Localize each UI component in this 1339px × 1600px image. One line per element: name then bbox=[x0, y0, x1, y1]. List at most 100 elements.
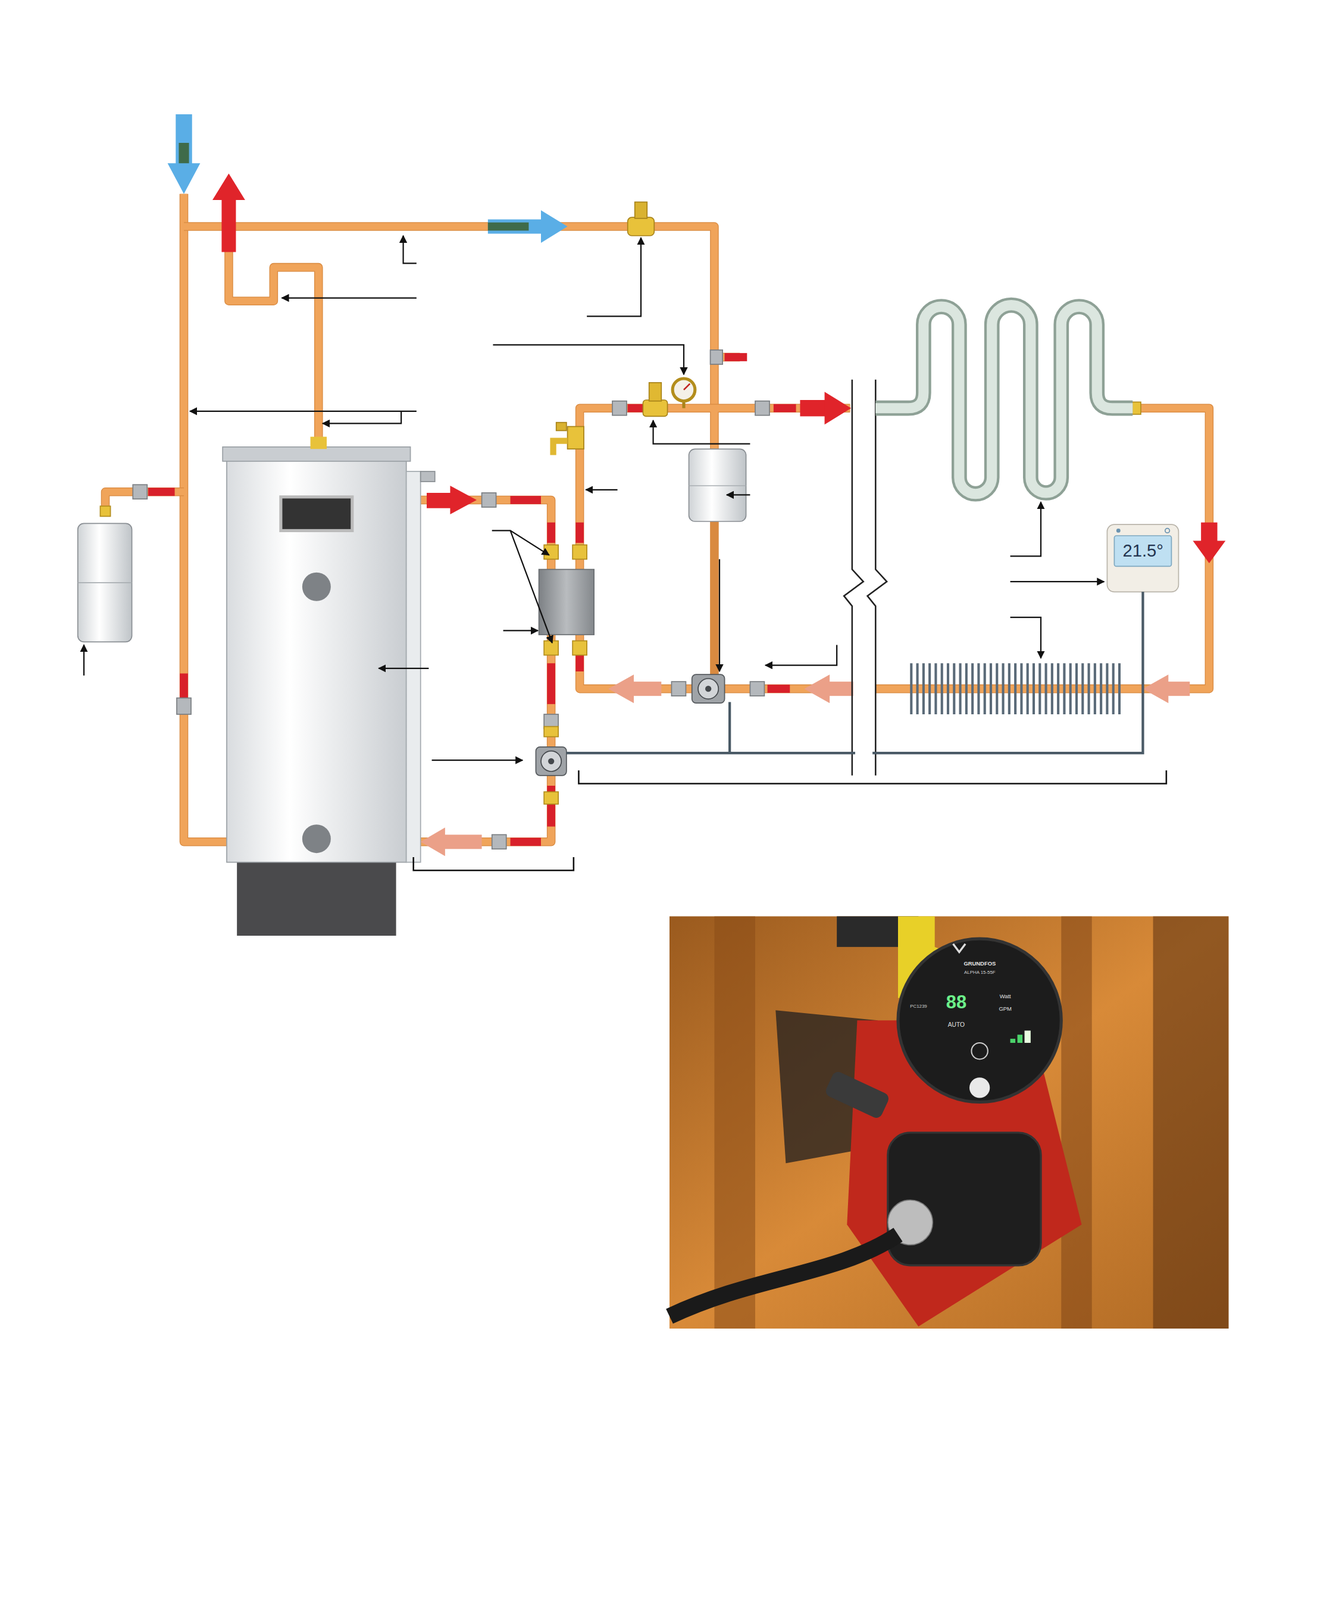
union-fitting bbox=[543, 544, 559, 559]
leader-line bbox=[510, 530, 553, 643]
flow-arrow bbox=[803, 674, 830, 703]
fin bbox=[1038, 662, 1041, 715]
relief-valve bbox=[642, 382, 668, 417]
flow-arrow bbox=[1165, 681, 1190, 696]
break-line bbox=[867, 379, 888, 776]
fin bbox=[1008, 662, 1011, 715]
fin bbox=[1026, 662, 1029, 715]
ball-valve bbox=[755, 401, 770, 416]
fin bbox=[1087, 662, 1091, 715]
leader-line bbox=[718, 558, 721, 672]
circulator-photo bbox=[1010, 1038, 1016, 1043]
fin bbox=[1105, 662, 1109, 715]
flow-arrow bbox=[420, 674, 1191, 856]
flow-arrow bbox=[799, 399, 829, 416]
leader-line bbox=[653, 420, 751, 444]
hose-bib bbox=[567, 426, 584, 450]
leader-line bbox=[378, 667, 429, 669]
fin bbox=[1020, 662, 1023, 715]
water-heater bbox=[222, 436, 436, 936]
leader-line bbox=[586, 237, 641, 317]
copper-pipe bbox=[875, 408, 1210, 689]
circulator-photo bbox=[953, 943, 966, 953]
leader-line bbox=[282, 296, 417, 299]
copper-pipe bbox=[710, 408, 718, 450]
water-heater bbox=[406, 471, 421, 863]
mixing-valve bbox=[627, 201, 655, 236]
break-line bbox=[843, 379, 887, 776]
union-fitting bbox=[572, 640, 587, 656]
hot-segment bbox=[546, 522, 556, 543]
fin bbox=[959, 662, 962, 715]
ball-valve bbox=[492, 834, 507, 849]
flow-arrow bbox=[1192, 540, 1226, 564]
leader-line bbox=[585, 489, 618, 491]
fin bbox=[1075, 662, 1078, 715]
ball-valve bbox=[749, 681, 765, 696]
circulator bbox=[540, 751, 562, 772]
copper-pipe bbox=[875, 408, 1210, 689]
bracket bbox=[413, 856, 574, 871]
fin bbox=[1062, 662, 1066, 715]
circulator-photo bbox=[1153, 915, 1229, 1329]
fin bbox=[1045, 662, 1048, 715]
expansion-tank bbox=[77, 582, 133, 584]
hose-bib bbox=[553, 440, 568, 456]
circulator-photo bbox=[1017, 1034, 1023, 1043]
mixing-valve bbox=[634, 201, 648, 218]
flow-arrow bbox=[449, 485, 477, 515]
radiant-tubing bbox=[875, 305, 1133, 494]
copper-pipe bbox=[183, 194, 227, 843]
fin bbox=[977, 662, 980, 715]
expansion-tank bbox=[689, 485, 747, 487]
relief-valve bbox=[642, 399, 668, 416]
hot-segment bbox=[773, 404, 797, 413]
copper-pipe bbox=[183, 226, 715, 409]
model-code: PC1239 bbox=[909, 1003, 927, 1009]
control-wire bbox=[566, 751, 856, 755]
fin bbox=[1002, 662, 1005, 715]
fin bbox=[1069, 662, 1072, 715]
flow-arrow bbox=[608, 674, 634, 703]
circulator-photo bbox=[1061, 915, 1092, 1329]
pressure-gauge bbox=[672, 378, 696, 409]
thermostat-reading: 21.5° bbox=[1122, 542, 1164, 560]
flow-arrow bbox=[221, 198, 236, 252]
circulator-photo bbox=[669, 915, 1229, 1329]
flow-arrow bbox=[167, 114, 1226, 856]
fin bbox=[1118, 662, 1121, 715]
flow-arrow bbox=[630, 681, 662, 696]
hot-segment bbox=[575, 652, 584, 672]
flow-arrow bbox=[167, 163, 201, 194]
circulator bbox=[548, 758, 555, 765]
union-fitting bbox=[543, 791, 559, 804]
circulator-photo bbox=[714, 915, 756, 1329]
thermostat bbox=[1114, 535, 1172, 566]
fin bbox=[1056, 662, 1060, 715]
union-fitting bbox=[572, 544, 587, 559]
flow-arrow bbox=[212, 173, 246, 200]
hot-segment bbox=[179, 673, 189, 698]
fin bbox=[989, 662, 993, 715]
flow-arrow bbox=[540, 210, 568, 243]
thermostat bbox=[1165, 528, 1170, 534]
fin bbox=[1050, 662, 1054, 715]
relief-valve bbox=[649, 382, 662, 402]
mode-text: AUTO bbox=[948, 1021, 965, 1028]
hot-segment bbox=[510, 837, 541, 846]
hot-segment bbox=[546, 662, 556, 705]
fin bbox=[916, 662, 919, 715]
leader-line bbox=[492, 344, 684, 375]
water-heater bbox=[310, 436, 327, 450]
flow-arrow bbox=[420, 827, 446, 856]
flow-arrow bbox=[426, 492, 454, 509]
copper-pipe bbox=[418, 499, 552, 842]
copper-pipe bbox=[418, 499, 552, 842]
thermostat bbox=[1106, 524, 1179, 592]
fin bbox=[971, 662, 974, 715]
water-heater bbox=[302, 824, 331, 853]
fin bbox=[1081, 662, 1084, 715]
circulator-photo bbox=[898, 938, 1062, 1102]
flow-arrow bbox=[824, 391, 852, 425]
